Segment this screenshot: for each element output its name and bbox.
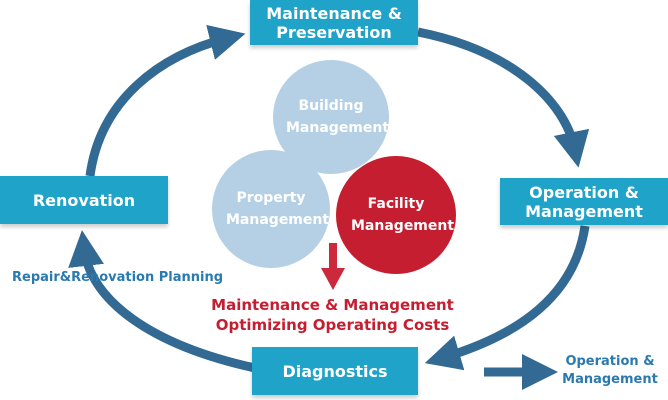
- arrow-top-right: [417, 27, 590, 168]
- box-operation-management: Operation & Management: [500, 178, 668, 225]
- arrow-left-up: [68, 230, 256, 373]
- circle-label: Property Management: [226, 190, 330, 228]
- box-label: Maintenance & Preservation: [266, 3, 402, 42]
- outcome-label: Operation & Management: [562, 354, 658, 387]
- box-renovation: Renovation: [0, 176, 168, 224]
- result-line-1: Maintenance & Management: [211, 296, 454, 314]
- box-diagnostics: Diagnostics: [252, 347, 418, 395]
- box-label: Diagnostics: [282, 361, 388, 381]
- arrow-left-top: [85, 24, 246, 177]
- box-label: Operation & Management: [525, 182, 643, 221]
- circle-label: Facility Management: [351, 196, 455, 234]
- box-label: Renovation: [32, 190, 136, 210]
- repair-renovation-label: Repair&Renovation Planning: [12, 270, 224, 285]
- circle-facility-management: Facility Management: [336, 156, 456, 274]
- arrow-right-bottom: [424, 225, 590, 371]
- result-text: Maintenance & Management Optimizing Oper…: [190, 295, 475, 335]
- circle-property-management: Property Management: [212, 150, 330, 268]
- result-line-2: Optimizing Operating Costs: [215, 316, 450, 334]
- box-maintenance-preservation: Maintenance & Preservation: [250, 0, 418, 45]
- down-arrow-red: [321, 243, 345, 290]
- circle-label: Building Management: [286, 98, 390, 136]
